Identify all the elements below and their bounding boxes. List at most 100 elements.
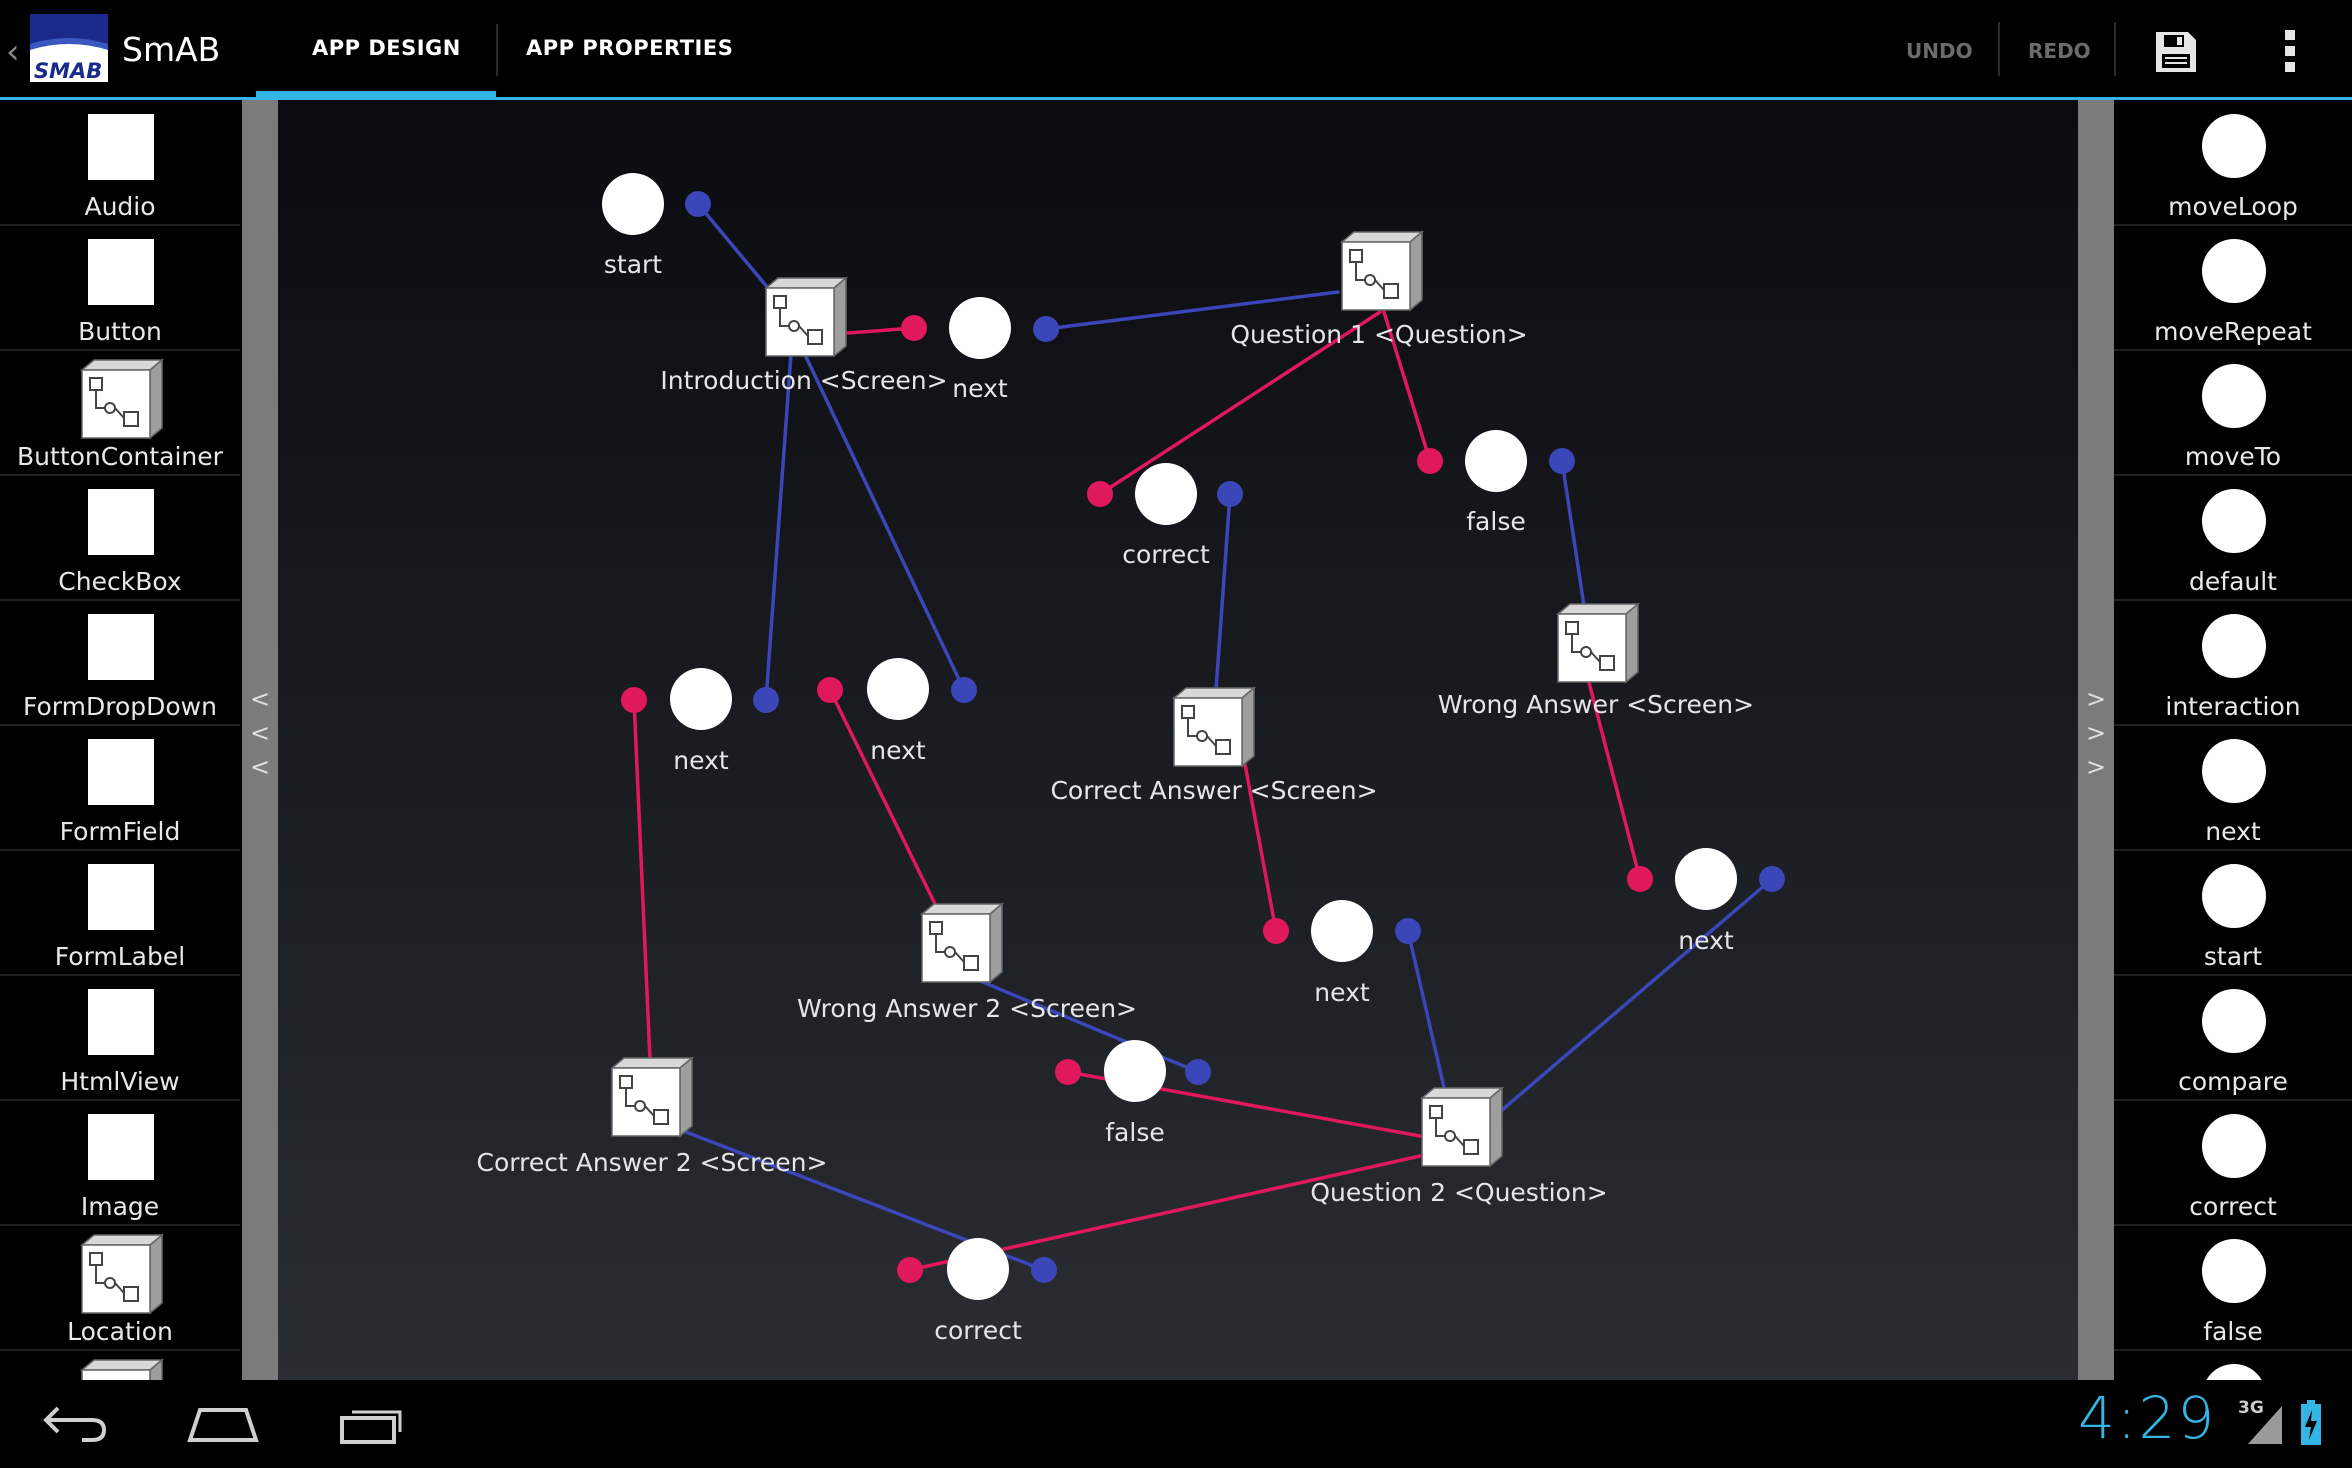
input-port[interactable] (1417, 448, 1443, 474)
event-false-q1[interactable] (1417, 430, 1575, 492)
output-port[interactable] (1759, 866, 1785, 892)
palette-item-htmlview[interactable]: HtmlView (0, 975, 240, 1101)
back-icon[interactable] (42, 1400, 108, 1444)
event-start[interactable] (602, 173, 711, 235)
audio-component-icon (88, 114, 154, 180)
palette-item-label: Button (78, 317, 162, 346)
save-icon[interactable] (2154, 30, 2198, 74)
screen-node-correct-answer[interactable] (1166, 684, 1258, 770)
output-port[interactable] (1185, 1059, 1211, 1085)
connection-line (1240, 746, 1278, 933)
home-icon[interactable] (186, 1404, 260, 1444)
event-circle-icon (2202, 739, 2266, 803)
event-item-moveto[interactable]: moveTo (2114, 350, 2352, 476)
question-label: Question 1 <Question> (1230, 320, 1528, 349)
undo-button[interactable]: UNDO (1906, 39, 1973, 63)
screen-label: Correct Answer <Screen> (1050, 776, 1378, 805)
app-logo[interactable]: SMAB (30, 14, 108, 82)
output-port[interactable] (1033, 316, 1059, 342)
event-item-default[interactable]: default (2114, 475, 2352, 601)
event-correct-q2[interactable] (897, 1238, 1057, 1300)
overflow-menu-icon[interactable] (2282, 28, 2298, 74)
screen-label: Wrong Answer 2 <Screen> (796, 994, 1138, 1023)
container-icon (79, 1233, 165, 1315)
palette-item-location[interactable]: Location (0, 1225, 240, 1351)
screen-node-wrong-answer[interactable] (1550, 600, 1642, 686)
connection-line (1044, 290, 1340, 331)
palette-item-label: Location (67, 1317, 173, 1346)
palette-item-label: FormDropDown (23, 692, 217, 721)
question-node-q1[interactable] (1334, 228, 1426, 314)
event-item-correct[interactable]: correct (2114, 1100, 2352, 1226)
screen-node-correct-answer-2[interactable] (604, 1054, 696, 1140)
svg-text:SMAB: SMAB (34, 59, 102, 82)
input-port[interactable] (1087, 481, 1113, 507)
tab-app-design[interactable]: APP DESIGN (312, 36, 461, 60)
screen-label: Wrong Answer <Screen> (1437, 690, 1755, 719)
event-next-correct[interactable] (1263, 900, 1421, 962)
event-item-moveloop[interactable]: moveLoop (2114, 100, 2352, 226)
event-item-label: interaction (2165, 692, 2301, 721)
input-port[interactable] (897, 1257, 923, 1283)
output-port[interactable] (1549, 448, 1575, 474)
event-next-wrong2[interactable] (817, 658, 977, 720)
output-port[interactable] (1031, 1257, 1057, 1283)
palette-item-formfield[interactable]: FormField (0, 725, 240, 851)
event-next-intro[interactable] (901, 297, 1059, 359)
event-label: next (952, 374, 1008, 403)
formfield-component-icon (88, 739, 154, 805)
event-item-label: start (2203, 942, 2263, 971)
palette-item-formlabel[interactable]: FormLabel (0, 850, 240, 976)
connection-line (1500, 877, 1774, 1112)
event-correct-q1[interactable] (1087, 463, 1243, 525)
input-port[interactable] (1627, 866, 1653, 892)
input-port[interactable] (621, 687, 647, 713)
battery-charging-icon (2301, 1400, 2321, 1445)
output-port[interactable] (1395, 918, 1421, 944)
palette-item-buttoncontainer[interactable]: ButtonContainer (0, 350, 240, 476)
design-canvas[interactable]: Introduction <Screen> Question 1 <Questi… (278, 100, 2078, 1380)
palette-item-formdropdown[interactable]: FormDropDown (0, 600, 240, 726)
palette-item-partial[interactable] (0, 1350, 240, 1380)
input-port[interactable] (901, 315, 927, 341)
tab-selected-indicator (256, 91, 496, 100)
event-item-compare[interactable]: compare (2114, 975, 2352, 1101)
recent-apps-icon[interactable] (338, 1404, 404, 1444)
palette-item-label: HtmlView (60, 1067, 180, 1096)
screen-node-wrong-answer-2[interactable] (914, 900, 1006, 986)
event-item-label: moveTo (2184, 442, 2282, 471)
input-port[interactable] (1055, 1059, 1081, 1085)
event-item-interaction[interactable]: interaction (2114, 600, 2352, 726)
action-bar-divider (0, 97, 2352, 100)
event-label: next (673, 746, 729, 775)
event-item-moverepeat[interactable]: moveRepeat (2114, 225, 2352, 351)
palette-item-audio[interactable]: Audio (0, 100, 240, 226)
palette-item-button[interactable]: Button (0, 225, 240, 351)
palette-item-image[interactable]: Image (0, 1100, 240, 1226)
input-port[interactable] (1263, 918, 1289, 944)
input-port[interactable] (817, 677, 843, 703)
event-item-partial[interactable] (2114, 1350, 2352, 1380)
event-item-next[interactable]: next (2114, 725, 2352, 851)
event-circle-icon (2202, 114, 2266, 178)
output-port[interactable] (1217, 481, 1243, 507)
up-caret-icon[interactable]: ‹ (6, 32, 20, 72)
event-item-false[interactable]: false (2114, 1225, 2352, 1351)
event-item-start[interactable]: start (2114, 850, 2352, 976)
output-port[interactable] (951, 677, 977, 703)
palette-item-checkbox[interactable]: CheckBox (0, 475, 240, 601)
question-node-q2[interactable] (1414, 1084, 1506, 1170)
output-port[interactable] (753, 687, 779, 713)
event-label: next (870, 736, 926, 765)
output-port[interactable] (685, 191, 711, 217)
screen-label: Introduction <Screen> (660, 366, 948, 395)
event-next-wrong[interactable] (1627, 848, 1785, 910)
tab-app-properties[interactable]: APP PROPERTIES (526, 36, 734, 60)
event-next-correct2[interactable] (621, 668, 779, 730)
question-label: Question 2 <Question> (1310, 1178, 1608, 1207)
redo-button[interactable]: REDO (2028, 39, 2091, 63)
screen-node-introduction[interactable] (758, 274, 850, 360)
event-false-q2[interactable] (1055, 1040, 1211, 1102)
right-panel-expand-handle[interactable]: > > > (2078, 100, 2114, 1380)
left-panel-collapse-handle[interactable]: < < < (242, 100, 278, 1380)
